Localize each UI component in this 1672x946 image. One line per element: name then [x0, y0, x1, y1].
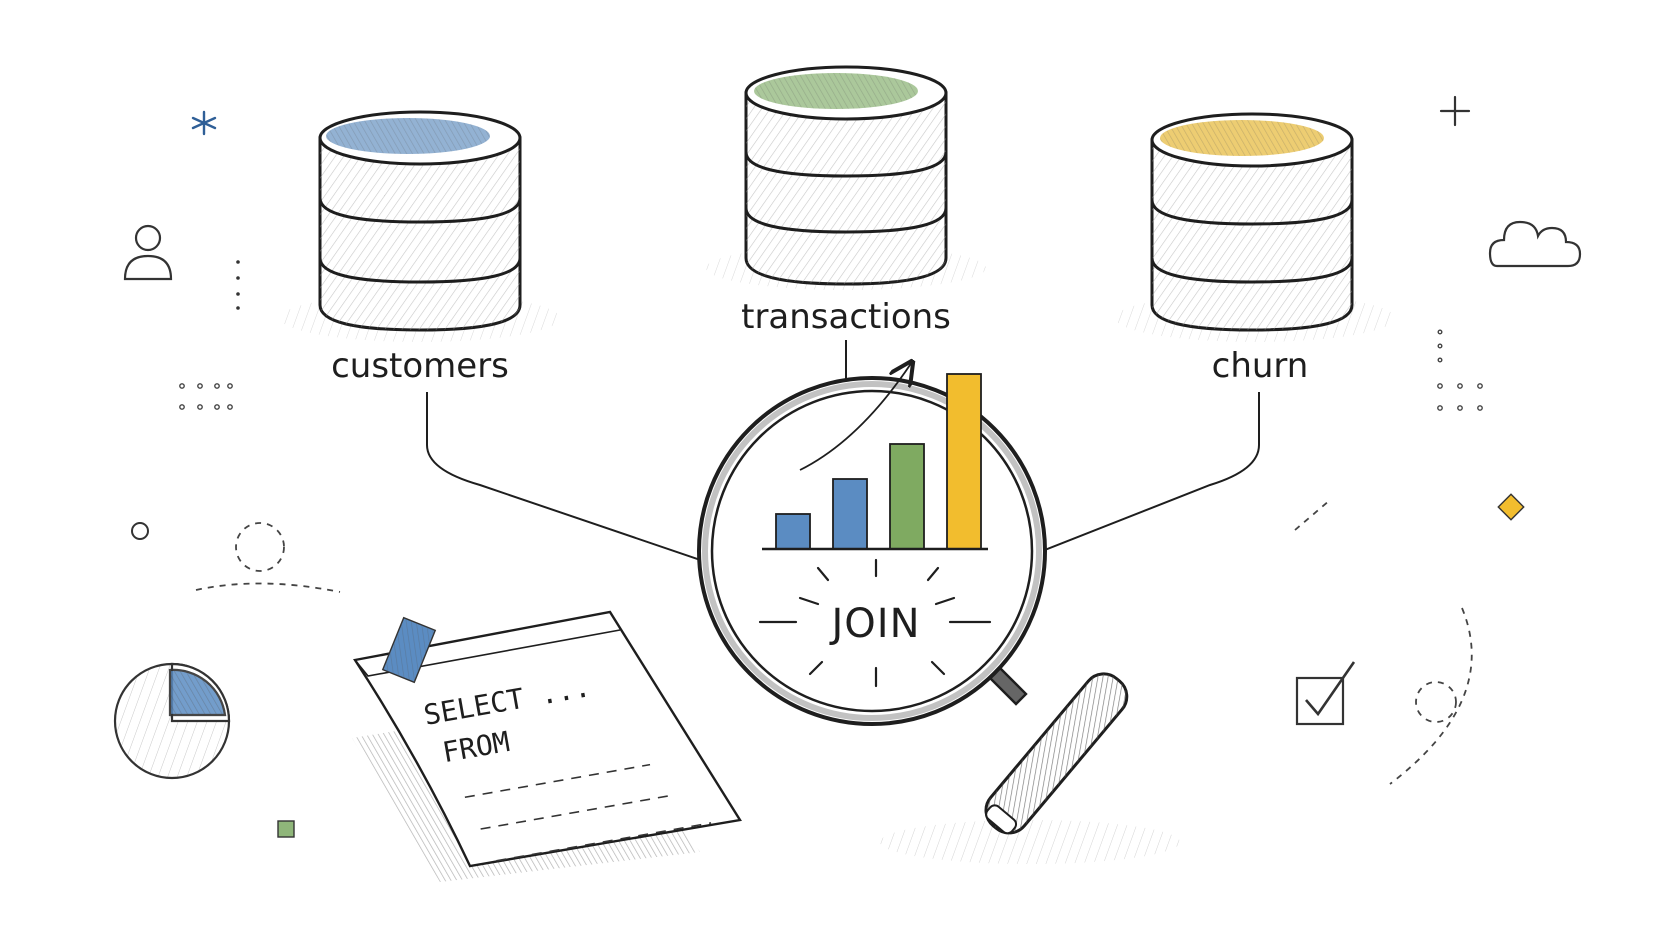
bar-3	[889, 443, 925, 550]
join-burst-lines	[758, 558, 992, 688]
decor-dashed-arc	[1389, 607, 1473, 785]
sql-note: SELECT ... FROM	[352, 610, 742, 882]
decor-plus-icon	[1439, 95, 1471, 127]
checkbox-icon	[1295, 661, 1356, 726]
database-churn	[1115, 112, 1395, 342]
decor-dashed-circle	[195, 522, 341, 593]
cloud-icon	[1488, 220, 1582, 268]
bar-1	[775, 513, 811, 550]
user-icon	[123, 224, 173, 281]
decor-asterisk-icon	[191, 110, 217, 136]
label-customers: customers	[331, 346, 509, 386]
sql-placeholder-lines	[464, 763, 712, 862]
label-churn: churn	[1212, 346, 1309, 386]
decor-dot-grid-left	[179, 383, 233, 410]
bar-4	[946, 373, 982, 550]
bar-2	[832, 478, 868, 550]
label-transactions: transactions	[741, 297, 951, 337]
pie-chart-icon	[113, 662, 231, 780]
connector-customers-to-join	[426, 392, 812, 598]
decor-dot-grid-right	[1437, 329, 1483, 411]
decor-dot-column	[236, 260, 240, 310]
connector-churn-to-join	[948, 392, 1260, 588]
decor-green-square	[277, 820, 295, 838]
database-transactions	[706, 65, 986, 290]
diamond-icon	[1497, 493, 1525, 521]
decor-dash-marks	[1294, 499, 1331, 531]
bar-chart	[775, 373, 982, 550]
tape-icon	[381, 616, 437, 684]
decor-small-circle-icon	[131, 522, 149, 540]
join-label: JOIN	[829, 601, 921, 647]
trend-arrow-icon	[799, 362, 912, 471]
database-customers	[280, 110, 560, 342]
